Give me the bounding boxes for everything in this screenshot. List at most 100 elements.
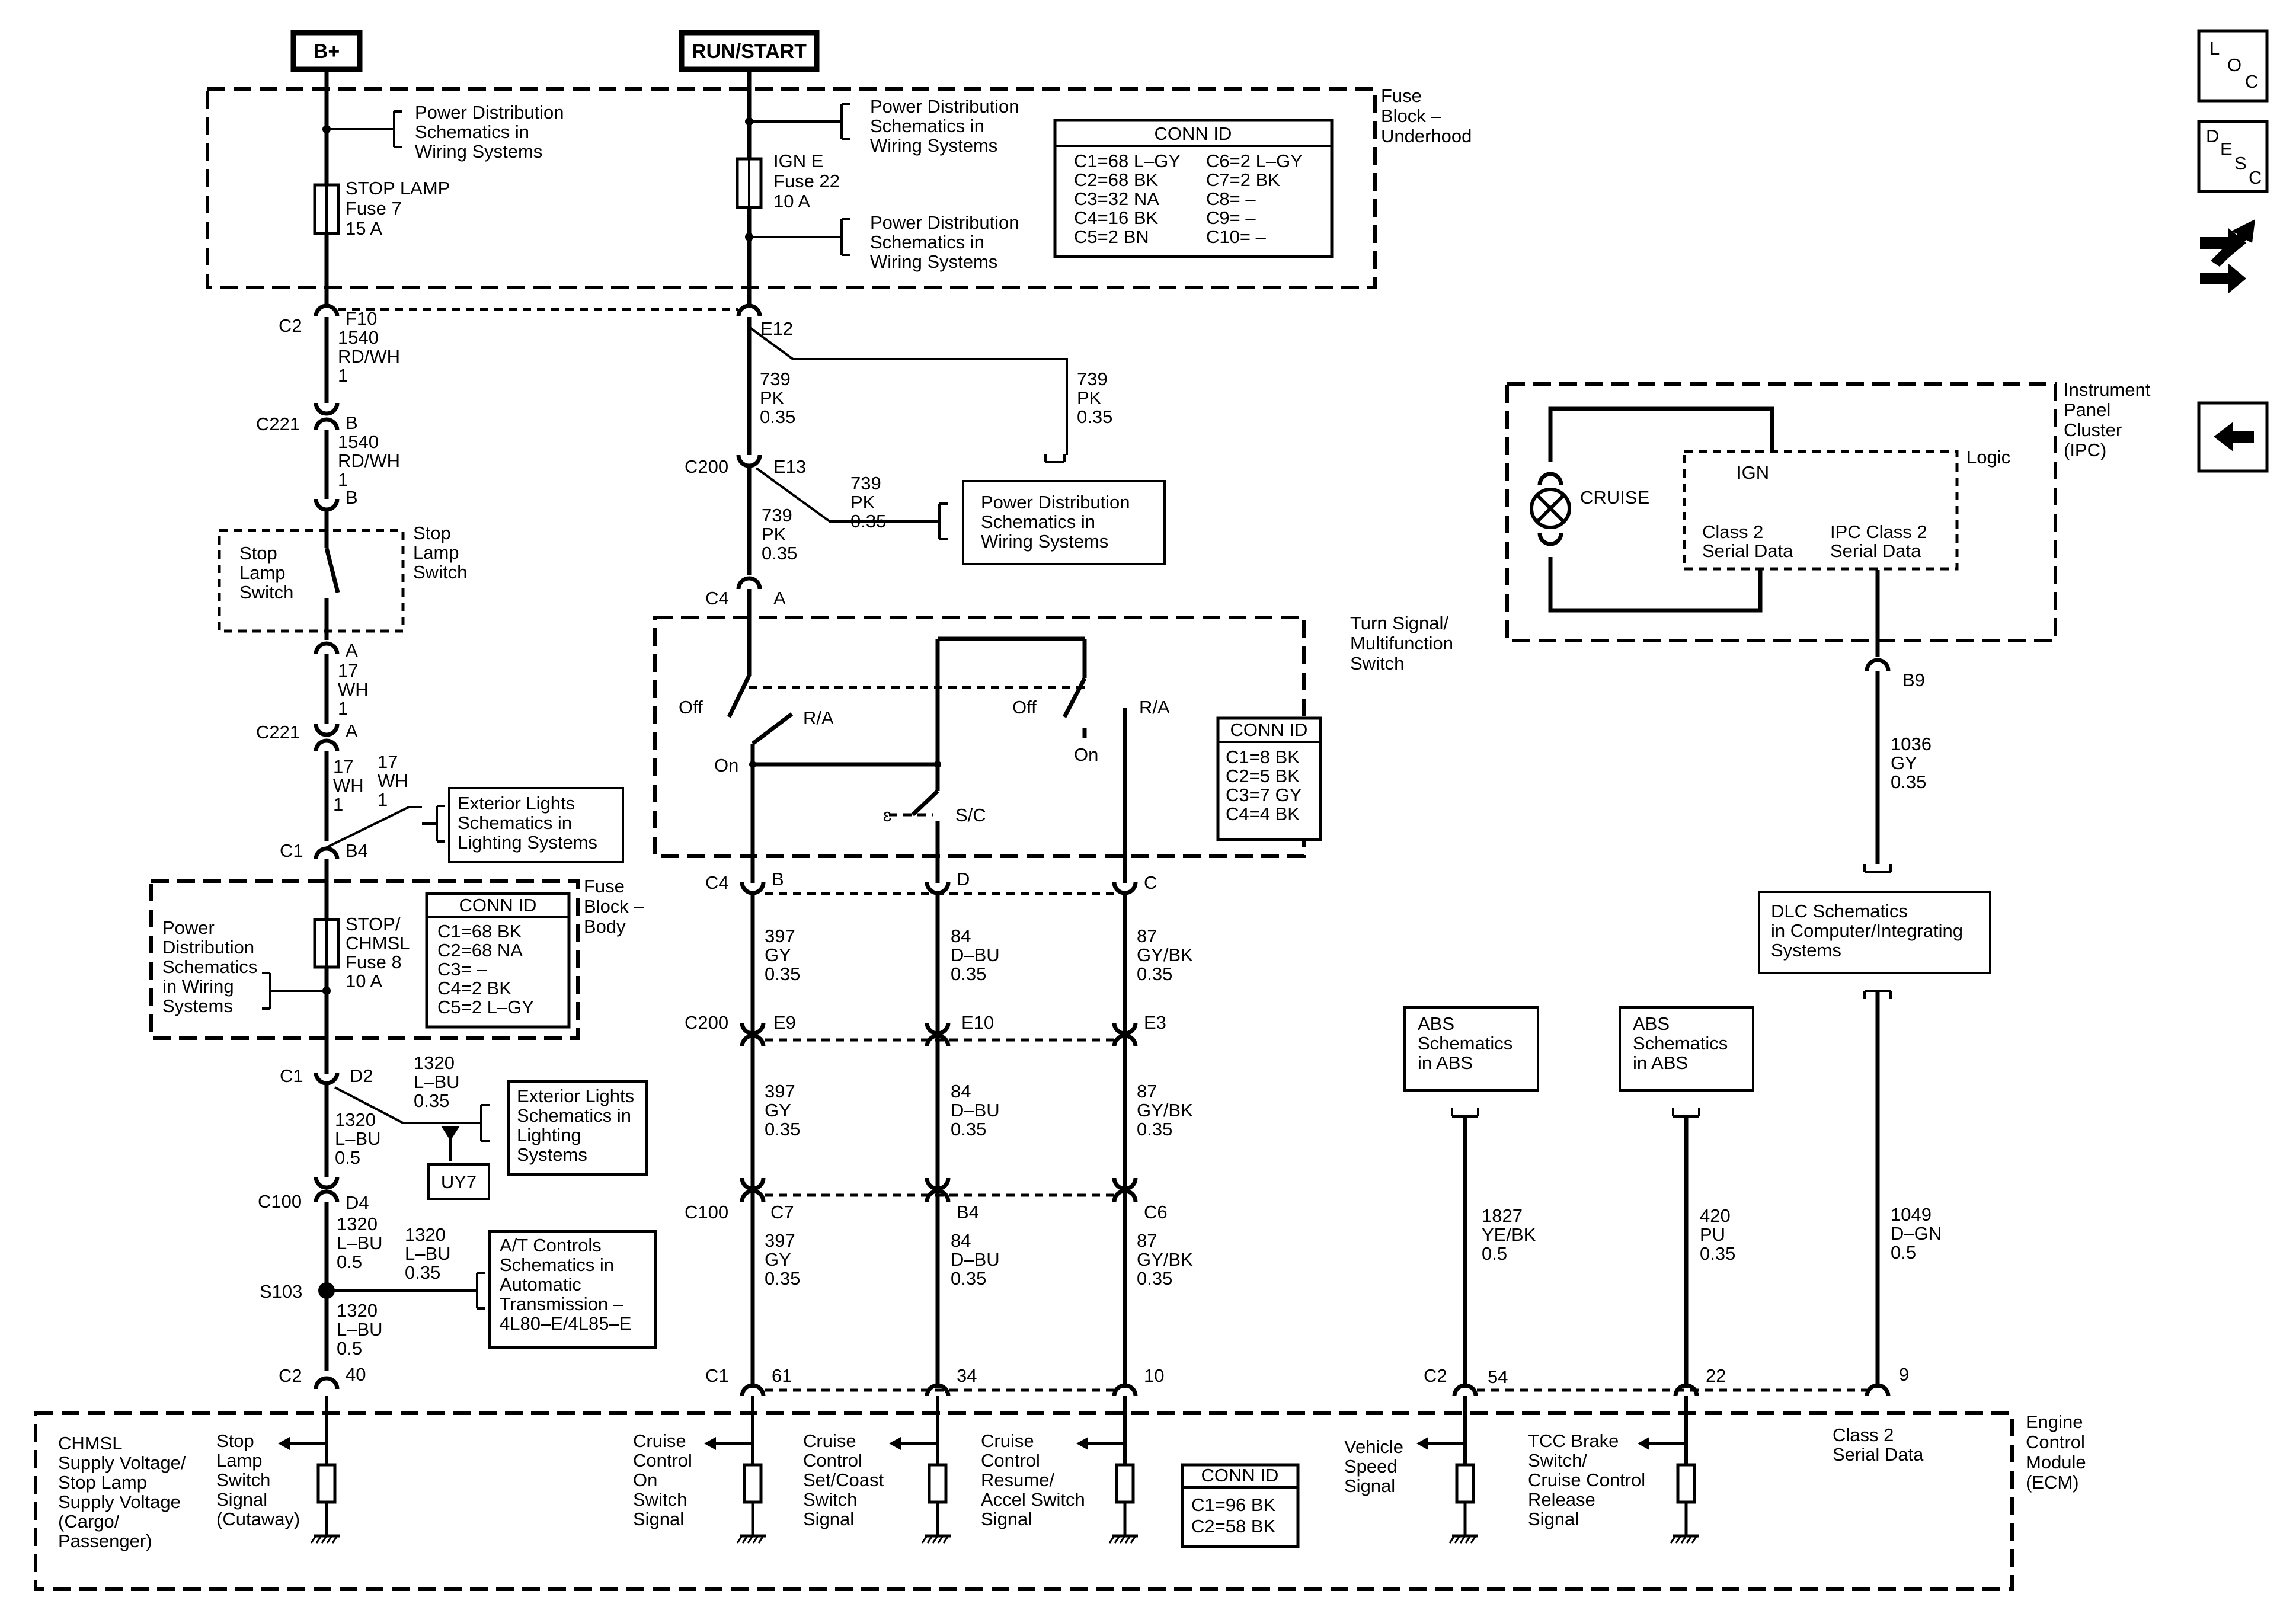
stop-lamp-switch-label: Stop Lamp Switch bbox=[413, 523, 467, 582]
svg-text:CONN ID: CONN ID bbox=[1201, 1465, 1279, 1486]
stop-lamp-switch-outline bbox=[218, 529, 405, 633]
svg-text:10 A: 10 A bbox=[346, 971, 382, 991]
svg-text:Lamp: Lamp bbox=[239, 562, 286, 583]
svg-text:(Cutaway): (Cutaway) bbox=[216, 1509, 300, 1529]
ipc-class2-serial-label: IPC Class 2 Serial Data bbox=[1830, 521, 1927, 561]
svg-text:Switch: Switch bbox=[216, 1470, 270, 1490]
svg-text:0.35: 0.35 bbox=[765, 964, 800, 984]
svg-text:Schematics in: Schematics in bbox=[415, 121, 529, 142]
svg-text:1540: 1540 bbox=[338, 431, 379, 452]
svg-text:(IPC): (IPC) bbox=[2064, 440, 2106, 460]
conn-id-ecm: CONN ID C1=96 BK C2=58 BK bbox=[1181, 1463, 1300, 1548]
svg-text:Signal: Signal bbox=[1528, 1509, 1579, 1529]
svg-text:YE/BK: YE/BK bbox=[1482, 1224, 1536, 1245]
svg-text:D–BU: D–BU bbox=[951, 1100, 1000, 1121]
svg-text:GY: GY bbox=[765, 1249, 791, 1270]
svg-text:87: 87 bbox=[1137, 926, 1157, 946]
svg-text:B: B bbox=[346, 412, 358, 433]
ecm-outline bbox=[34, 1411, 2014, 1591]
svg-text:(ECM): (ECM) bbox=[2026, 1472, 2079, 1493]
wire-739-a: 739 PK 0.35 bbox=[760, 369, 795, 427]
ecm-input-vss bbox=[1416, 1396, 1478, 1544]
svg-text:S/C: S/C bbox=[955, 805, 986, 825]
pd-ref-body: Power Distribution Schematics in Wiring … bbox=[162, 917, 257, 1016]
svg-text:Signal: Signal bbox=[803, 1509, 854, 1529]
svg-text:C3=7 GY: C3=7 GY bbox=[1226, 785, 1302, 805]
svg-text:F10: F10 bbox=[346, 308, 377, 329]
svg-text:CHMSL: CHMSL bbox=[346, 933, 410, 953]
svg-text:4L80–E/4L85–E: 4L80–E/4L85–E bbox=[500, 1313, 631, 1334]
svg-text:Power Distribution: Power Distribution bbox=[870, 212, 1019, 233]
svg-text:17: 17 bbox=[333, 756, 353, 777]
svg-text:Cruise Control: Cruise Control bbox=[1528, 1470, 1645, 1490]
svg-text:C200: C200 bbox=[685, 456, 728, 477]
svg-text:C221: C221 bbox=[256, 414, 300, 434]
svg-text:D–BU: D–BU bbox=[951, 1249, 1000, 1270]
svg-text:D–BU: D–BU bbox=[951, 945, 1000, 965]
svg-text:Cruise: Cruise bbox=[981, 1430, 1034, 1451]
svg-text:84: 84 bbox=[951, 1081, 971, 1102]
svg-text:Switch/: Switch/ bbox=[1528, 1450, 1587, 1471]
svg-text:1: 1 bbox=[338, 469, 348, 490]
svg-text:ɛ: ɛ bbox=[883, 805, 891, 825]
svg-text:E: E bbox=[2220, 139, 2233, 159]
svg-text:STOP/: STOP/ bbox=[346, 914, 401, 934]
svg-text:D2: D2 bbox=[350, 1065, 373, 1086]
svg-text:WH: WH bbox=[333, 775, 364, 796]
fuse-block-underhood-title: Fuse Block – Underhood bbox=[1381, 85, 1472, 146]
svg-text:C2: C2 bbox=[279, 1365, 302, 1386]
svg-text:C6: C6 bbox=[1144, 1202, 1168, 1222]
svg-text:Schematics in: Schematics in bbox=[500, 1254, 614, 1275]
wire-17-b: 17 WH 1 bbox=[333, 756, 364, 815]
loc-button[interactable]: L O C bbox=[2197, 29, 2269, 103]
svg-text:C: C bbox=[2249, 167, 2262, 188]
svg-text:1: 1 bbox=[338, 698, 348, 719]
svg-text:C4: C4 bbox=[705, 588, 729, 609]
back-button[interactable] bbox=[2197, 401, 2269, 473]
svg-text:Logic: Logic bbox=[1966, 447, 2010, 468]
cruise-connector-c100: C100 C7 B4 C6 bbox=[685, 1178, 1168, 1222]
svg-text:L–BU: L–BU bbox=[335, 1128, 381, 1149]
fuse-block-body-outline bbox=[149, 879, 580, 1040]
svg-text:420: 420 bbox=[1700, 1205, 1731, 1226]
svg-text:Power Distribution: Power Distribution bbox=[870, 96, 1019, 117]
svg-text:Lamp: Lamp bbox=[216, 1450, 263, 1471]
svg-text:1320: 1320 bbox=[414, 1052, 455, 1073]
svg-text:0.35: 0.35 bbox=[1137, 1119, 1172, 1140]
svg-text:Wiring Systems: Wiring Systems bbox=[415, 141, 542, 162]
wire-420: 420 PU 0.35 bbox=[1700, 1205, 1735, 1264]
svg-text:0.35: 0.35 bbox=[760, 406, 795, 427]
svg-text:C: C bbox=[2245, 71, 2258, 92]
svg-text:A: A bbox=[346, 640, 358, 661]
pd-ref-box-739: Power Distribution Schematics in Wiring … bbox=[962, 480, 1166, 565]
svg-text:1827: 1827 bbox=[1482, 1205, 1523, 1226]
svg-text:RD/WH: RD/WH bbox=[338, 450, 400, 471]
svg-text:B: B bbox=[346, 487, 358, 508]
ecm-class2-label: Class 2 Serial Data bbox=[1833, 1425, 1924, 1465]
wire-739-b: 739 PK 0.35 bbox=[1077, 369, 1112, 427]
svg-text:PK: PK bbox=[1077, 388, 1102, 408]
svg-text:Schematics in: Schematics in bbox=[517, 1105, 631, 1126]
svg-text:Passenger): Passenger) bbox=[58, 1531, 152, 1551]
wire-17-a: 17 WH 1 bbox=[338, 660, 369, 719]
svg-text:Class 2: Class 2 bbox=[1833, 1425, 1894, 1445]
svg-text:Wiring Systems: Wiring Systems bbox=[981, 531, 1108, 552]
svg-text:Lighting Systems: Lighting Systems bbox=[458, 832, 597, 853]
svg-text:E9: E9 bbox=[773, 1012, 796, 1033]
ecm-input-stop bbox=[278, 1396, 340, 1544]
svg-text:S: S bbox=[2234, 153, 2247, 174]
cruise-connector-c4: C4 B D C bbox=[705, 869, 1157, 895]
svg-text:54: 54 bbox=[1488, 1366, 1508, 1387]
fuse-block-underhood-outline bbox=[206, 87, 1377, 289]
svg-text:0.35: 0.35 bbox=[765, 1268, 800, 1289]
ecm-cruise-on-label: Cruise Control On Switch Signal bbox=[633, 1430, 692, 1529]
svg-text:PK: PK bbox=[760, 388, 785, 408]
svg-text:D4: D4 bbox=[346, 1192, 369, 1213]
b-plus-label: B+ bbox=[314, 40, 340, 63]
svg-text:84: 84 bbox=[951, 1230, 971, 1251]
svg-text:Vehicle: Vehicle bbox=[1344, 1436, 1403, 1457]
svg-text:R/A: R/A bbox=[1139, 697, 1170, 718]
wrench-arrows-icon[interactable] bbox=[2200, 219, 2255, 293]
desc-button[interactable]: D E S C bbox=[2197, 120, 2269, 193]
pd-ref-ign-2: Power Distribution Schematics in Wiring … bbox=[870, 212, 1019, 272]
